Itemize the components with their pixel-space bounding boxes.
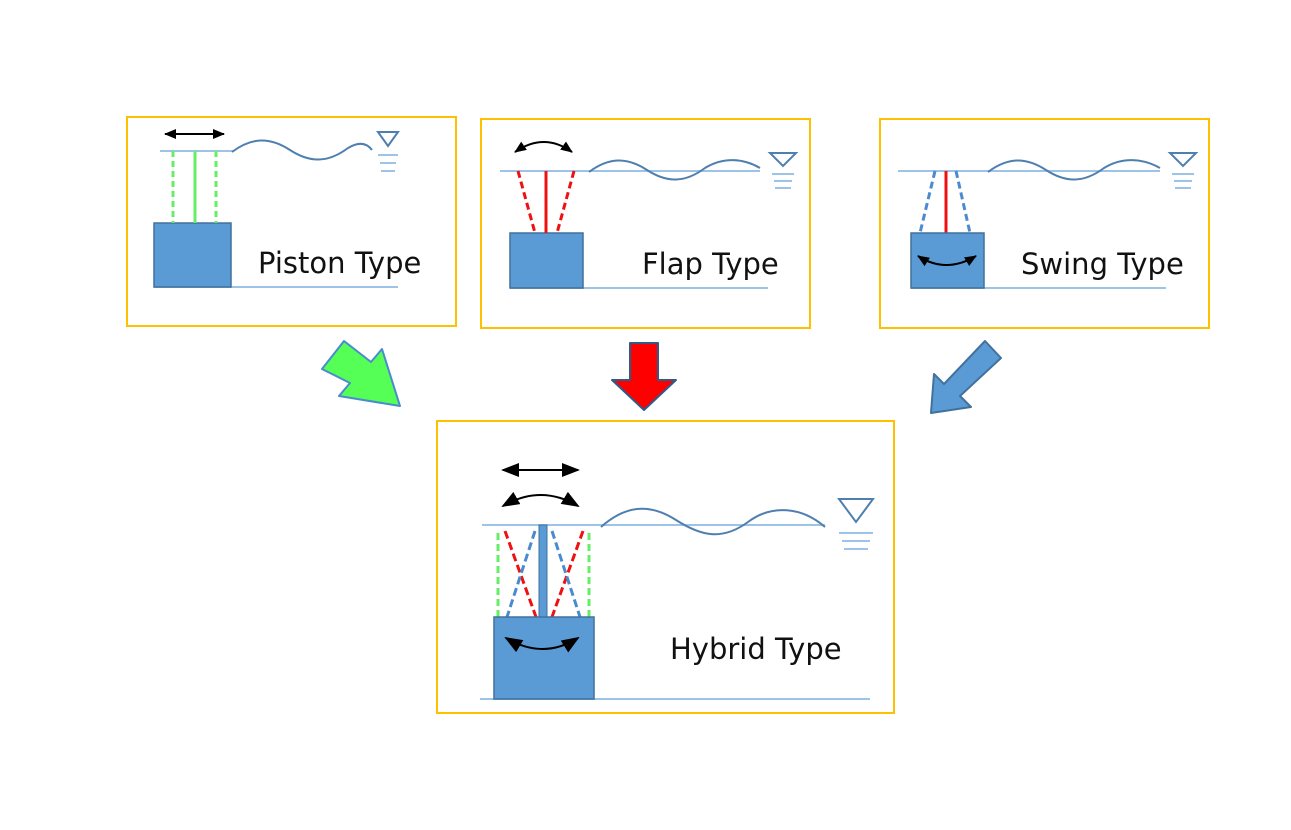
hybrid-swing-left-dashed-line (505, 530, 537, 618)
hybrid-flap-right-dashed-line (550, 530, 585, 618)
water-level-icon (1167, 152, 1199, 189)
curved-double-arrow-icon (501, 491, 580, 508)
panel-swing-label: Swing Type (1021, 247, 1184, 281)
curved-double-arrow-icon (917, 255, 977, 267)
arrow-flap-to-hybrid (611, 342, 677, 411)
water-level-icon (376, 131, 400, 172)
wave (231, 139, 373, 161)
arrow-piston-to-hybrid (321, 340, 401, 407)
hybrid-swing-right-dashed-line (550, 530, 582, 618)
panel-piston-border (126, 116, 457, 327)
panel-flap-label: Flap Type (642, 247, 779, 281)
panel-swing: Swing Type (879, 118, 1210, 329)
wave (588, 159, 761, 181)
panel-flap: Flap Type (480, 118, 811, 329)
flap-block (509, 232, 584, 289)
panel-flap-border (480, 118, 811, 329)
panel-hybrid: Hybrid Type (436, 420, 895, 714)
hybrid-paddle (538, 524, 548, 618)
panel-swing-border (879, 118, 1210, 329)
water-level-icon (767, 152, 799, 189)
wave (600, 507, 826, 536)
curved-double-arrow-icon (514, 141, 573, 153)
panel-piston: Piston Type (126, 116, 457, 327)
hybrid-flap-left-dashed-line (503, 530, 538, 618)
panel-hybrid-label: Hybrid Type (670, 632, 842, 666)
swing-block (910, 232, 985, 289)
piston-block (153, 222, 232, 288)
curved-double-arrow-icon (504, 636, 580, 653)
wave (987, 159, 1161, 181)
panel-piston-label: Piston Type (258, 246, 421, 280)
hybrid-block (493, 616, 595, 700)
arrow-swing-to-hybrid (930, 340, 1002, 414)
water-level-icon (837, 498, 875, 550)
